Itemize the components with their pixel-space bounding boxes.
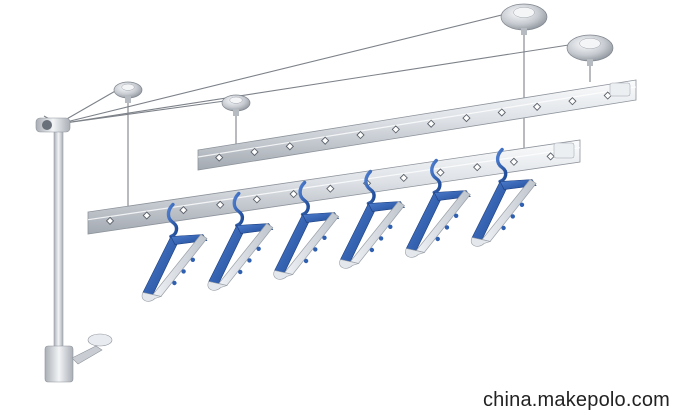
hanger-arm-top bbox=[302, 212, 340, 223]
hanger-dot bbox=[378, 236, 384, 241]
bar-hole bbox=[252, 195, 262, 204]
bar-hole bbox=[321, 136, 330, 145]
clothes-hanger bbox=[141, 202, 208, 302]
hanger-dot bbox=[435, 236, 440, 242]
pulley-cap bbox=[121, 83, 135, 91]
bar-body bbox=[87, 139, 581, 235]
clothes-hanger bbox=[273, 180, 340, 280]
bar-hole bbox=[250, 147, 259, 157]
pulley-hook bbox=[587, 59, 593, 66]
bar-hole bbox=[436, 168, 445, 177]
bar-end-cap bbox=[609, 82, 631, 97]
hanger-dot bbox=[181, 269, 186, 274]
clothes-hanger bbox=[207, 191, 274, 291]
hanger-dot bbox=[369, 247, 375, 253]
hanger-dot bbox=[519, 202, 525, 207]
hanger-dot bbox=[303, 258, 309, 264]
bar-hole bbox=[142, 211, 151, 220]
hanger-dot bbox=[510, 214, 515, 219]
back-drying-bar bbox=[197, 79, 637, 171]
bracket-icon bbox=[35, 117, 71, 133]
pulley-cap bbox=[513, 7, 535, 18]
bar-hole bbox=[285, 142, 294, 151]
cable-line bbox=[57, 99, 233, 125]
bar-hole bbox=[289, 189, 298, 199]
hanger-row bbox=[141, 147, 537, 302]
bar-hole bbox=[179, 205, 188, 215]
bar-hole bbox=[391, 125, 400, 134]
hanger-hook bbox=[364, 169, 376, 206]
hanger-dot bbox=[444, 225, 450, 230]
cable-line bbox=[57, 9, 523, 125]
clothes-hanger bbox=[339, 169, 405, 269]
bracket-bolt bbox=[42, 120, 52, 130]
clothes-hanger bbox=[470, 147, 537, 247]
crank-pole bbox=[35, 117, 113, 383]
hanger-arm-top bbox=[170, 234, 208, 245]
hanger-arm-top bbox=[367, 201, 405, 212]
cable-lines bbox=[43, 9, 591, 212]
bar-hole bbox=[509, 157, 519, 166]
hanger-dot bbox=[501, 225, 506, 231]
hanger-dot bbox=[256, 246, 261, 251]
pulley-hook bbox=[233, 109, 239, 116]
hanger-tip bbox=[405, 248, 426, 258]
crank-housing bbox=[44, 345, 74, 383]
hanger-dot bbox=[172, 280, 177, 286]
bar-body bbox=[197, 79, 637, 171]
hanger-tip bbox=[470, 237, 492, 247]
hanger-dot bbox=[453, 213, 459, 218]
bar-hole bbox=[399, 173, 408, 183]
bar-hole bbox=[215, 153, 224, 162]
hanger-arm-top bbox=[433, 190, 471, 201]
hanger-tip bbox=[339, 259, 360, 269]
hanger-hook bbox=[166, 202, 179, 239]
bar-hole bbox=[546, 152, 555, 161]
hanger-dot bbox=[388, 224, 393, 229]
crank-handle-icon bbox=[71, 345, 103, 365]
hanger-dot bbox=[190, 257, 196, 262]
pulley-cap bbox=[229, 96, 243, 104]
bar-hole bbox=[568, 97, 577, 106]
hanger-tip bbox=[207, 281, 228, 291]
bar-highlight bbox=[197, 86, 637, 158]
pulley-cap bbox=[579, 38, 601, 49]
hanger-hook bbox=[430, 158, 442, 195]
bar-hole bbox=[426, 119, 436, 128]
hanger-dot bbox=[322, 235, 327, 240]
hanger-tip bbox=[273, 270, 294, 280]
hanger-dot bbox=[238, 269, 243, 275]
pulley-hook bbox=[521, 28, 527, 35]
hanger-dot bbox=[313, 247, 318, 252]
hanger-hook bbox=[495, 147, 508, 184]
pulley-hook bbox=[125, 96, 131, 103]
hanger-arm-top bbox=[499, 179, 537, 190]
bar-hole bbox=[532, 102, 542, 111]
bar-hole bbox=[497, 108, 506, 117]
cable-line bbox=[57, 41, 589, 125]
crank-knob bbox=[87, 333, 113, 347]
ceiling-pulleys bbox=[113, 3, 614, 116]
hanger-dot bbox=[247, 258, 252, 263]
bar-hole bbox=[216, 200, 225, 209]
watermark-text: china.makepolo.com bbox=[478, 388, 674, 413]
bar-hole bbox=[326, 184, 335, 193]
hanger-hook bbox=[298, 180, 310, 217]
vertical-pole bbox=[53, 121, 64, 363]
bar-hole bbox=[356, 130, 365, 140]
bar-hole bbox=[462, 113, 471, 123]
clothes-hanger bbox=[405, 158, 471, 258]
hanger-hook bbox=[232, 191, 245, 228]
hanger-tip bbox=[141, 292, 163, 302]
bar-hole bbox=[473, 163, 482, 172]
hanger-arm-top bbox=[236, 223, 274, 234]
bar-hole bbox=[105, 216, 115, 226]
cable-line bbox=[57, 85, 125, 125]
bar-end-cap bbox=[553, 142, 575, 159]
